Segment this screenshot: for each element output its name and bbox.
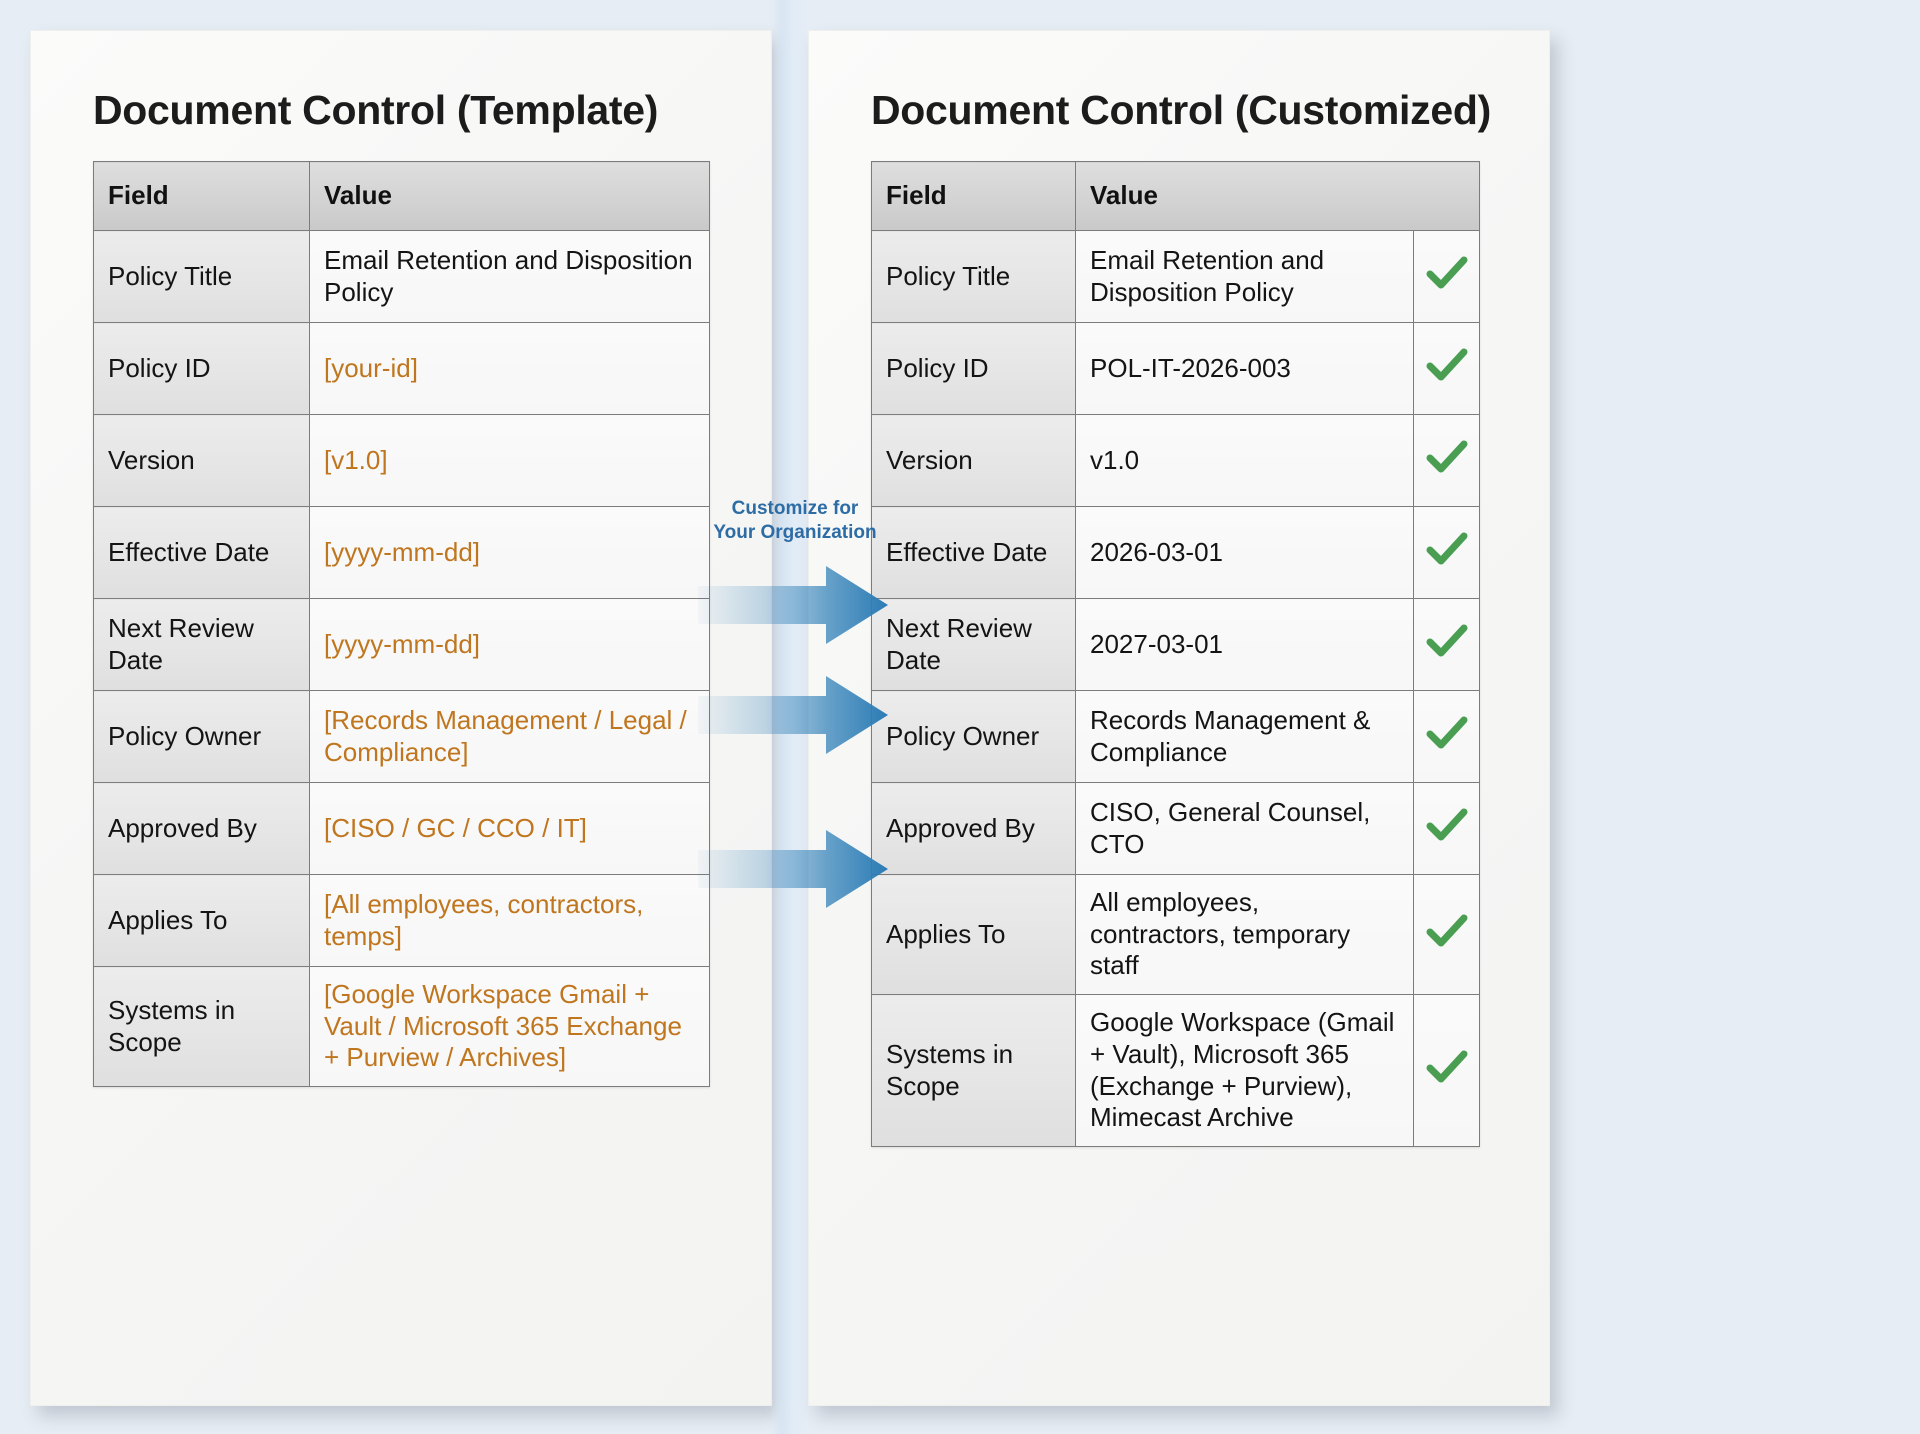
customized-col-field: Field xyxy=(871,161,1076,231)
field-label: Applies To xyxy=(871,873,1076,996)
right-arrow-icon xyxy=(698,566,888,644)
check-cell xyxy=(1413,994,1480,1148)
field-label: Policy Owner xyxy=(93,690,310,783)
right-arrow-icon xyxy=(698,830,888,908)
field-label: Policy Title xyxy=(93,230,310,323)
field-label: Policy Title xyxy=(871,230,1076,323)
check-cell xyxy=(1413,782,1480,875)
field-label: Approved By xyxy=(871,782,1076,875)
placeholder-value: [Records Management / Legal / Compliance… xyxy=(309,690,710,783)
field-label: Effective Date xyxy=(871,506,1076,599)
template-card: Document Control (Template) Field Value … xyxy=(30,30,772,1406)
check-cell xyxy=(1413,873,1480,996)
checkmark-icon xyxy=(1425,911,1469,959)
placeholder-value: [yyyy-mm-dd] xyxy=(309,506,710,599)
checkmark-icon xyxy=(1425,253,1469,301)
field-label: Systems in Scope xyxy=(93,965,310,1088)
field-label: Policy ID xyxy=(871,322,1076,415)
field-label: Effective Date xyxy=(93,506,310,599)
template-card-title: Document Control (Template) xyxy=(93,87,659,133)
checkmark-icon xyxy=(1425,1047,1469,1095)
customize-label-line2: Your Organization xyxy=(713,521,877,543)
checkmark-icon xyxy=(1425,621,1469,669)
field-value: 2026-03-01 xyxy=(1075,506,1414,599)
placeholder-value: [your-id] xyxy=(309,322,710,415)
check-cell xyxy=(1413,414,1480,507)
field-label: Version xyxy=(93,414,310,507)
right-arrow-icon xyxy=(698,676,888,754)
customized-table-header-row: Field Value xyxy=(871,161,1480,231)
table-row: Effective Date[yyyy-mm-dd] xyxy=(93,506,710,599)
field-label: Policy ID xyxy=(93,322,310,415)
customize-label-line1: Customize for xyxy=(731,498,859,519)
template-table-header-row: Field Value xyxy=(93,161,710,231)
table-row: Systems in Scope[Google Workspace Gmail … xyxy=(93,965,710,1088)
field-label: Systems in Scope xyxy=(871,994,1076,1148)
checkmark-icon xyxy=(1425,437,1469,485)
field-value: Email Retention and Disposition Policy xyxy=(1075,230,1414,323)
field-value: v1.0 xyxy=(1075,414,1414,507)
field-label: Next Review Date xyxy=(93,598,310,691)
checkmark-icon xyxy=(1425,345,1469,393)
customized-card-title: Document Control (Customized) xyxy=(871,87,1491,133)
placeholder-value: [Google Workspace Gmail + Vault / Micros… xyxy=(309,965,710,1088)
field-value: All employees, contractors, temporary st… xyxy=(1075,873,1414,996)
customized-col-value: Value xyxy=(1075,161,1480,231)
field-value: 2027-03-01 xyxy=(1075,598,1414,691)
table-row: Approved By[CISO / GC / CCO / IT] xyxy=(93,782,710,875)
field-label: Approved By xyxy=(93,782,310,875)
placeholder-value: [yyyy-mm-dd] xyxy=(309,598,710,691)
placeholder-value: [All employees, contractors, temps] xyxy=(309,874,710,967)
field-value: Google Workspace (Gmail + Vault), Micros… xyxy=(1075,994,1414,1148)
table-row: Policy Owner[Records Management / Legal … xyxy=(93,690,710,783)
field-label: Version xyxy=(871,414,1076,507)
checkmark-icon xyxy=(1425,805,1469,853)
template-col-field: Field xyxy=(93,161,310,231)
check-cell xyxy=(1413,690,1480,783)
placeholder-value: [CISO / GC / CCO / IT] xyxy=(309,782,710,875)
template-col-value: Value xyxy=(309,161,710,231)
table-row: Version[v1.0] xyxy=(93,414,710,507)
field-value: Records Management & Compliance xyxy=(1075,690,1414,783)
field-value: Email Retention and Disposition Policy xyxy=(309,230,710,323)
check-cell xyxy=(1413,322,1480,415)
checkmark-icon xyxy=(1425,529,1469,577)
field-value: POL-IT-2026-003 xyxy=(1075,322,1414,415)
table-row: Policy ID[your-id] xyxy=(93,322,710,415)
checkmark-icon xyxy=(1425,713,1469,761)
check-cell xyxy=(1413,230,1480,323)
field-label: Policy Owner xyxy=(871,690,1076,783)
field-value: CISO, General Counsel, CTO xyxy=(1075,782,1414,875)
table-row: Applies To[All employees, contractors, t… xyxy=(93,874,710,967)
table-row: Next Review Date[yyyy-mm-dd] xyxy=(93,598,710,691)
customize-label: Customize for Your Organization xyxy=(700,497,890,545)
field-label: Applies To xyxy=(93,874,310,967)
field-label: Next Review Date xyxy=(871,598,1076,691)
check-cell xyxy=(1413,506,1480,599)
customized-card: Document Control (Customized) Field Valu… xyxy=(808,30,1550,1406)
placeholder-value: [v1.0] xyxy=(309,414,710,507)
check-cell xyxy=(1413,598,1480,691)
